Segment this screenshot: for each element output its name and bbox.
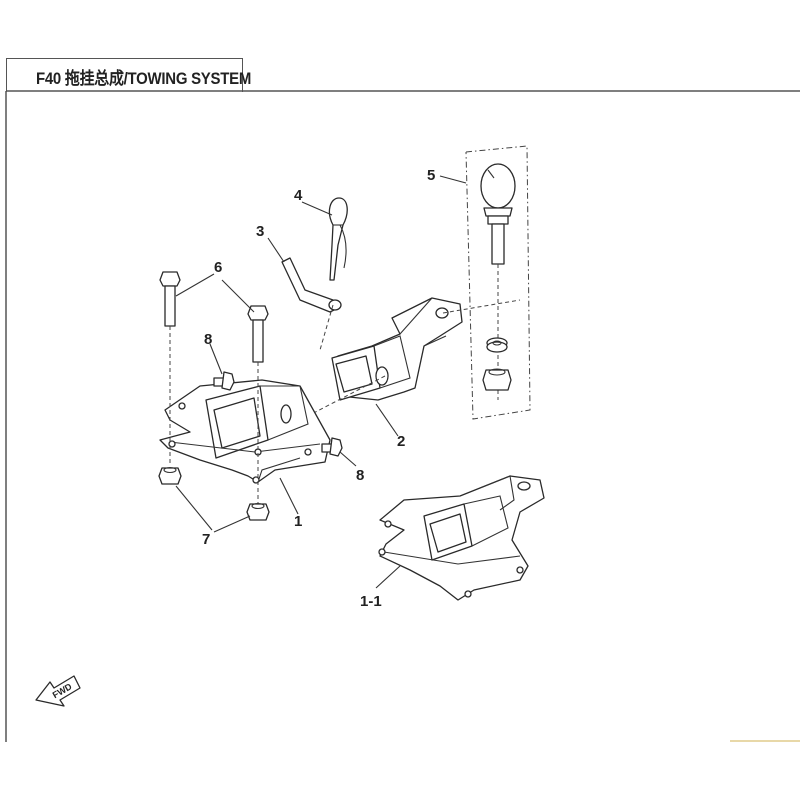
bolt-left-part	[159, 271, 181, 327]
hitch-ball-nut	[482, 368, 512, 391]
fwd-arrow-icon: FWD	[35, 675, 81, 707]
callout-4: 4	[294, 187, 303, 204]
callout-6: 6	[214, 259, 222, 276]
hitch-pin-clip-part	[328, 197, 348, 281]
callout-7: 7	[202, 531, 210, 548]
small-bolt-upper-part	[213, 371, 235, 391]
alt-receiver-bracket-part	[378, 475, 545, 601]
ball-mount-kit-region	[465, 145, 531, 420]
page-title: F40 拖挂总成/TOWING SYSTEM	[36, 69, 252, 88]
callout-5: 5	[427, 167, 435, 184]
drawbar-part	[331, 297, 463, 401]
nut-left-part	[158, 466, 182, 485]
callout-1: 1	[294, 513, 302, 530]
receiver-bracket-part	[159, 379, 331, 484]
callout-1-1: 1-1	[360, 593, 382, 610]
leader-lines	[175, 175, 467, 589]
hitch-ball-part	[480, 163, 516, 265]
callout-8-upper: 8	[204, 331, 212, 348]
title-box	[6, 58, 243, 92]
hitch-ball-washer	[486, 337, 508, 353]
bolt-right-part	[247, 305, 269, 363]
nut-right-part	[246, 502, 270, 521]
callout-3: 3	[256, 223, 264, 240]
callout-8-lower: 8	[356, 467, 364, 484]
callout-2: 2	[397, 433, 405, 450]
frame-lines	[5, 90, 800, 742]
